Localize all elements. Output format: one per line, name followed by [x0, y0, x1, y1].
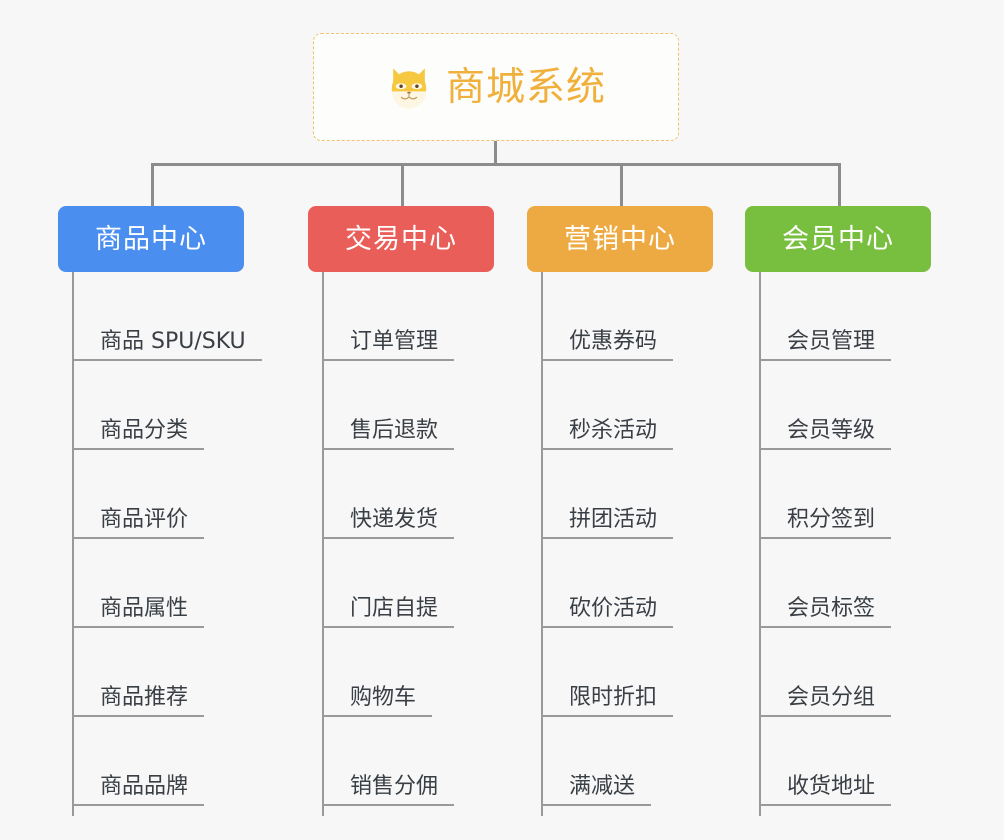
connector-drop-4 [838, 163, 841, 208]
branch-spine [759, 272, 761, 816]
leaf-label: 砍价活动 [569, 595, 658, 621]
shiba-dog-face-icon [391, 68, 427, 109]
branch-column-member-center: 会员管理 会员等级 积分签到 会员标签 会员分组 收货地址 [745, 272, 985, 828]
leaf-label: 售后退款 [350, 417, 439, 443]
connector-horizontal-bar [151, 163, 841, 166]
category-label: 会员中心 [782, 223, 894, 255]
connector-drop-3 [620, 163, 623, 208]
leaf-label: 快递发货 [350, 506, 439, 532]
leaf-label: 优惠券码 [569, 328, 658, 354]
connector-root-stem [494, 141, 497, 165]
connector-drop-2 [401, 163, 404, 208]
leaf-label: 会员等级 [787, 417, 876, 443]
leaf-label: 拼团活动 [569, 506, 658, 532]
root-node-mall-system[interactable]: 商城系统 [313, 33, 679, 141]
connector-drop-1 [151, 163, 154, 208]
branch-spine [72, 272, 74, 816]
leaf-label: 门店自提 [350, 595, 439, 621]
leaf-label: 销售分佣 [350, 773, 439, 799]
category-label: 营销中心 [564, 223, 676, 255]
category-label: 交易中心 [345, 223, 457, 255]
leaf-label: 限时折扣 [569, 684, 658, 710]
category-box-member-center[interactable]: 会员中心 [745, 206, 931, 272]
category-box-product-center[interactable]: 商品中心 [58, 206, 244, 272]
leaf-label: 商品分类 [100, 417, 189, 443]
leaf-label: 积分签到 [787, 506, 876, 532]
leaf-label: 商品推荐 [100, 684, 189, 710]
leaf-label: 会员标签 [787, 595, 876, 621]
category-box-marketing-center[interactable]: 营销中心 [527, 206, 713, 272]
leaf-label: 会员管理 [787, 328, 876, 354]
leaf-label: 商品属性 [100, 595, 189, 621]
category-label: 商品中心 [95, 223, 207, 255]
leaf-label: 会员分组 [787, 684, 876, 710]
leaf-label: 商品品牌 [100, 773, 189, 799]
category-box-trade-center[interactable]: 交易中心 [308, 206, 494, 272]
branch-column-trade-center: 订单管理 售后退款 快递发货 门店自提 购物车 销售分佣 [308, 272, 548, 828]
branch-spine [541, 272, 543, 816]
leaf-label: 满减送 [569, 773, 636, 799]
leaf-label: 商品 SPU/SKU [100, 328, 246, 354]
leaf-label: 收货地址 [787, 773, 876, 799]
leaf-label: 订单管理 [350, 328, 439, 354]
leaf-label: 购物车 [350, 684, 417, 710]
branch-column-marketing-center: 优惠券码 秒杀活动 拼团活动 砍价活动 限时折扣 满减送 [527, 272, 767, 828]
branch-spine [322, 272, 324, 816]
leaf-label: 秒杀活动 [569, 417, 658, 443]
root-title: 商城系统 [445, 64, 606, 110]
branch-column-product-center: 商品 SPU/SKU 商品分类 商品评价 商品属性 商品推荐 商品品牌 [58, 272, 298, 828]
leaf-label: 商品评价 [100, 506, 189, 532]
